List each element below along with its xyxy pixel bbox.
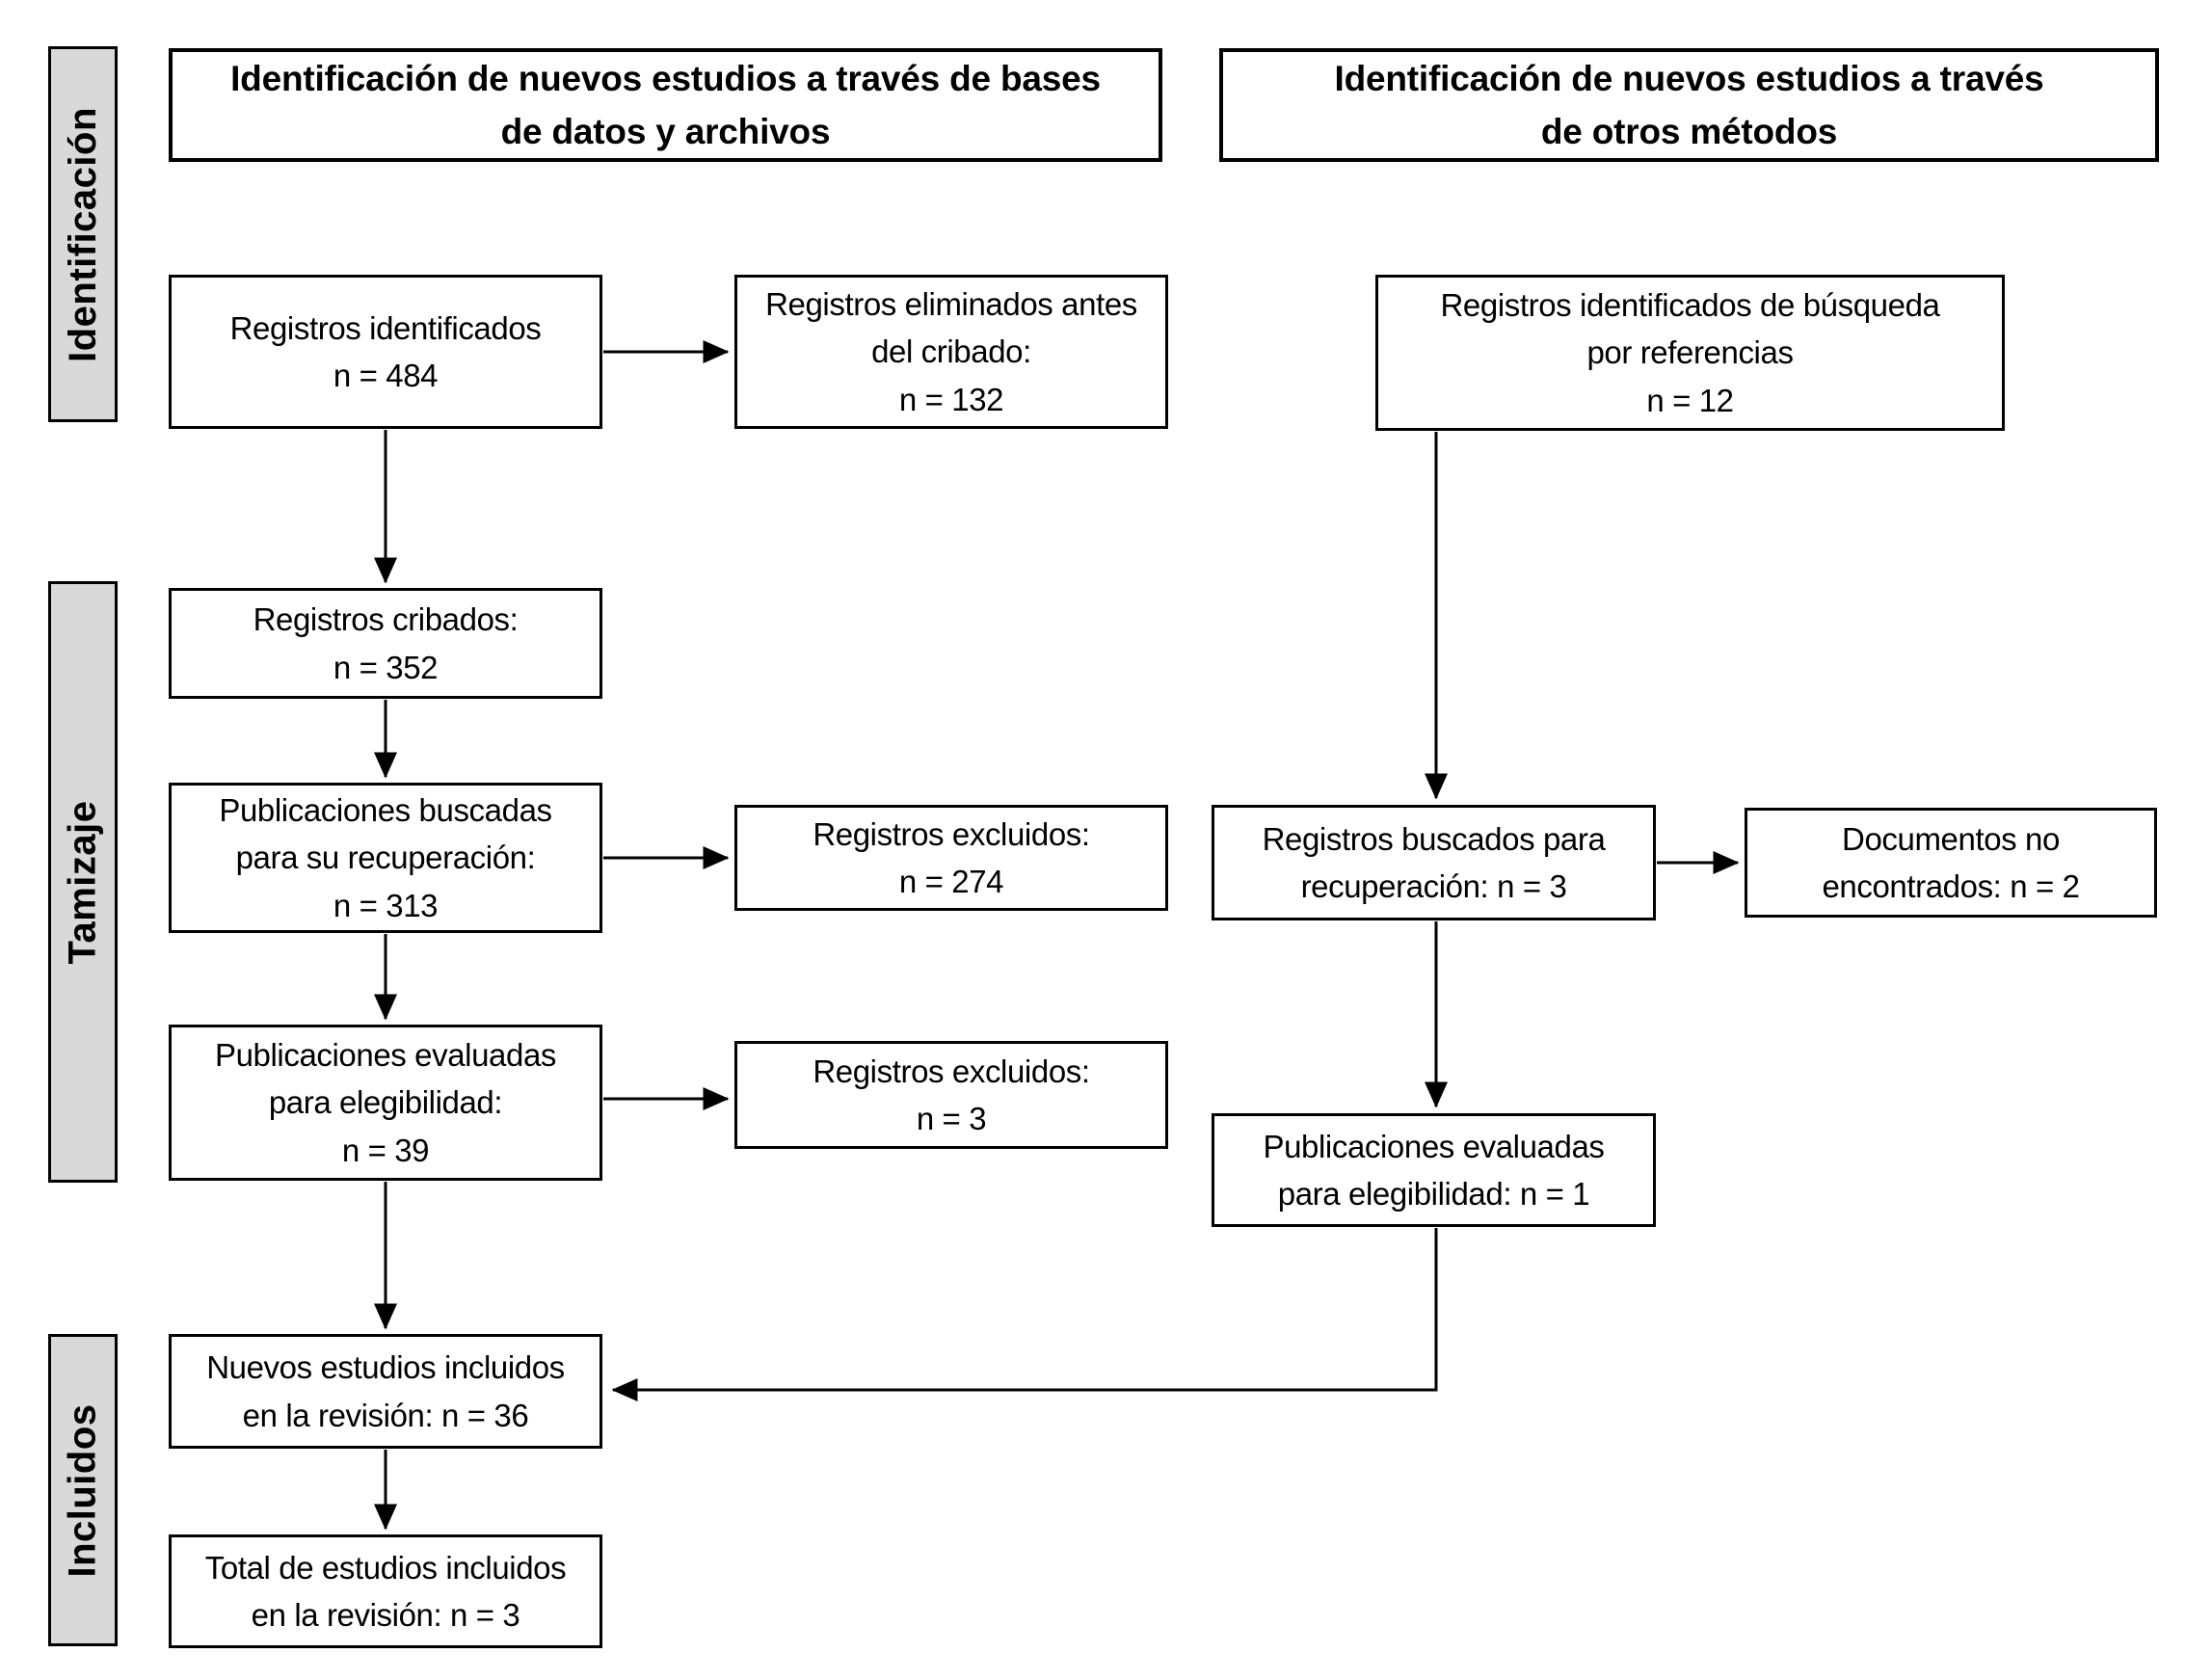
box-records-screened: Registros cribados: n = 352	[169, 588, 602, 699]
box-records-sought-references: Registros buscados para recuperación: n …	[1212, 805, 1656, 920]
box-publications-assessed-references: Publicaciones evaluadas para elegibilida…	[1212, 1113, 1656, 1227]
box-records-excluded-screening: Registros excluidos: n = 274	[734, 805, 1168, 911]
sidebar-label-identification: Identificación	[61, 106, 104, 362]
box-records-identified-references: Registros identificados de búsqueda por …	[1375, 275, 2005, 431]
box-publications-sought: Publicaciones buscadas para su recuperac…	[169, 783, 602, 933]
box-documents-not-found: Documentos no encontrados: n = 2	[1745, 808, 2157, 918]
sidebar-stage-included: Incluidos	[48, 1334, 118, 1646]
box-total-studies-included: Total de estudios incluidos en la revisi…	[169, 1534, 602, 1648]
box-new-studies-included: Nuevos estudios incluidos en la revisión…	[169, 1334, 602, 1449]
sidebar-stage-screening: Tamizaje	[48, 581, 118, 1183]
box-publications-assessed: Publicaciones evaluadas para elegibilida…	[169, 1025, 602, 1181]
sidebar-stage-identification: Identificación	[48, 46, 118, 422]
box-records-excluded-eligibility: Registros excluidos: n = 3	[734, 1041, 1168, 1149]
arrow-references-assessed-to-included	[611, 1228, 1438, 1401]
sidebar-label-included: Incluidos	[61, 1402, 104, 1578]
box-records-removed-before-screening: Registros eliminados antes del cribado: …	[734, 275, 1168, 429]
header-other-methods-column: Identificación de nuevos estudios a trav…	[1219, 48, 2159, 162]
header-databases-column: Identificación de nuevos estudios a trav…	[169, 48, 1162, 162]
box-records-identified: Registros identificados n = 484	[169, 275, 602, 429]
sidebar-label-screening: Tamizaje	[61, 800, 104, 964]
